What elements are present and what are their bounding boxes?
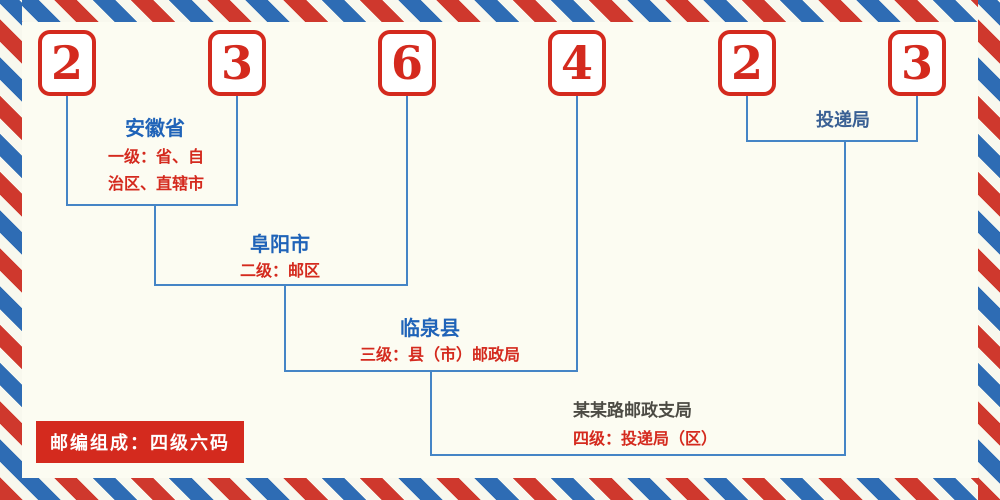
digit-box-6: 3 xyxy=(888,30,946,96)
connector-delivery-bottom xyxy=(746,140,918,142)
province-desc: 一级：省、自治区、直辖市 xyxy=(107,149,204,194)
delivery-name: 投递局 xyxy=(816,110,870,130)
zone-desc: 二级：邮区 xyxy=(239,263,320,280)
connector-level1-bottom xyxy=(66,204,238,206)
digit-box-2: 3 xyxy=(208,30,266,96)
county-desc: 三级：县（市）邮政局 xyxy=(359,347,520,364)
connector-level2-left xyxy=(154,204,156,286)
county-name: 临泉县 xyxy=(400,318,460,340)
composition-badge: 邮编组成：四级六码 xyxy=(36,421,244,463)
connector-level4-right xyxy=(844,140,846,456)
connector-level4-bottom xyxy=(430,454,846,456)
digit-box-4: 4 xyxy=(548,30,606,96)
connector-level1-right xyxy=(236,96,238,206)
connector-level1-left xyxy=(66,96,68,206)
connector-level2-bottom xyxy=(154,284,408,286)
connector-level4-left xyxy=(430,370,432,456)
connector-delivery-left xyxy=(746,96,748,142)
connector-level2-right xyxy=(406,96,408,286)
connector-delivery-right xyxy=(916,96,918,142)
province-name: 安徽省 xyxy=(125,118,185,140)
connector-level3-left xyxy=(284,284,286,372)
airmail-border-left xyxy=(0,0,22,500)
office-desc: 四级：投递局（区） xyxy=(572,431,717,448)
airmail-border-top xyxy=(0,0,1000,22)
digit-box-5: 2 xyxy=(718,30,776,96)
airmail-border-bottom xyxy=(0,478,1000,500)
digit-box-3: 6 xyxy=(378,30,436,96)
zone-name: 阜阳市 xyxy=(250,234,310,256)
connector-level3-right xyxy=(576,96,578,372)
digit-box-1: 2 xyxy=(38,30,96,96)
airmail-border-right xyxy=(978,0,1000,500)
office-name: 某某路邮政支局 xyxy=(573,401,692,420)
